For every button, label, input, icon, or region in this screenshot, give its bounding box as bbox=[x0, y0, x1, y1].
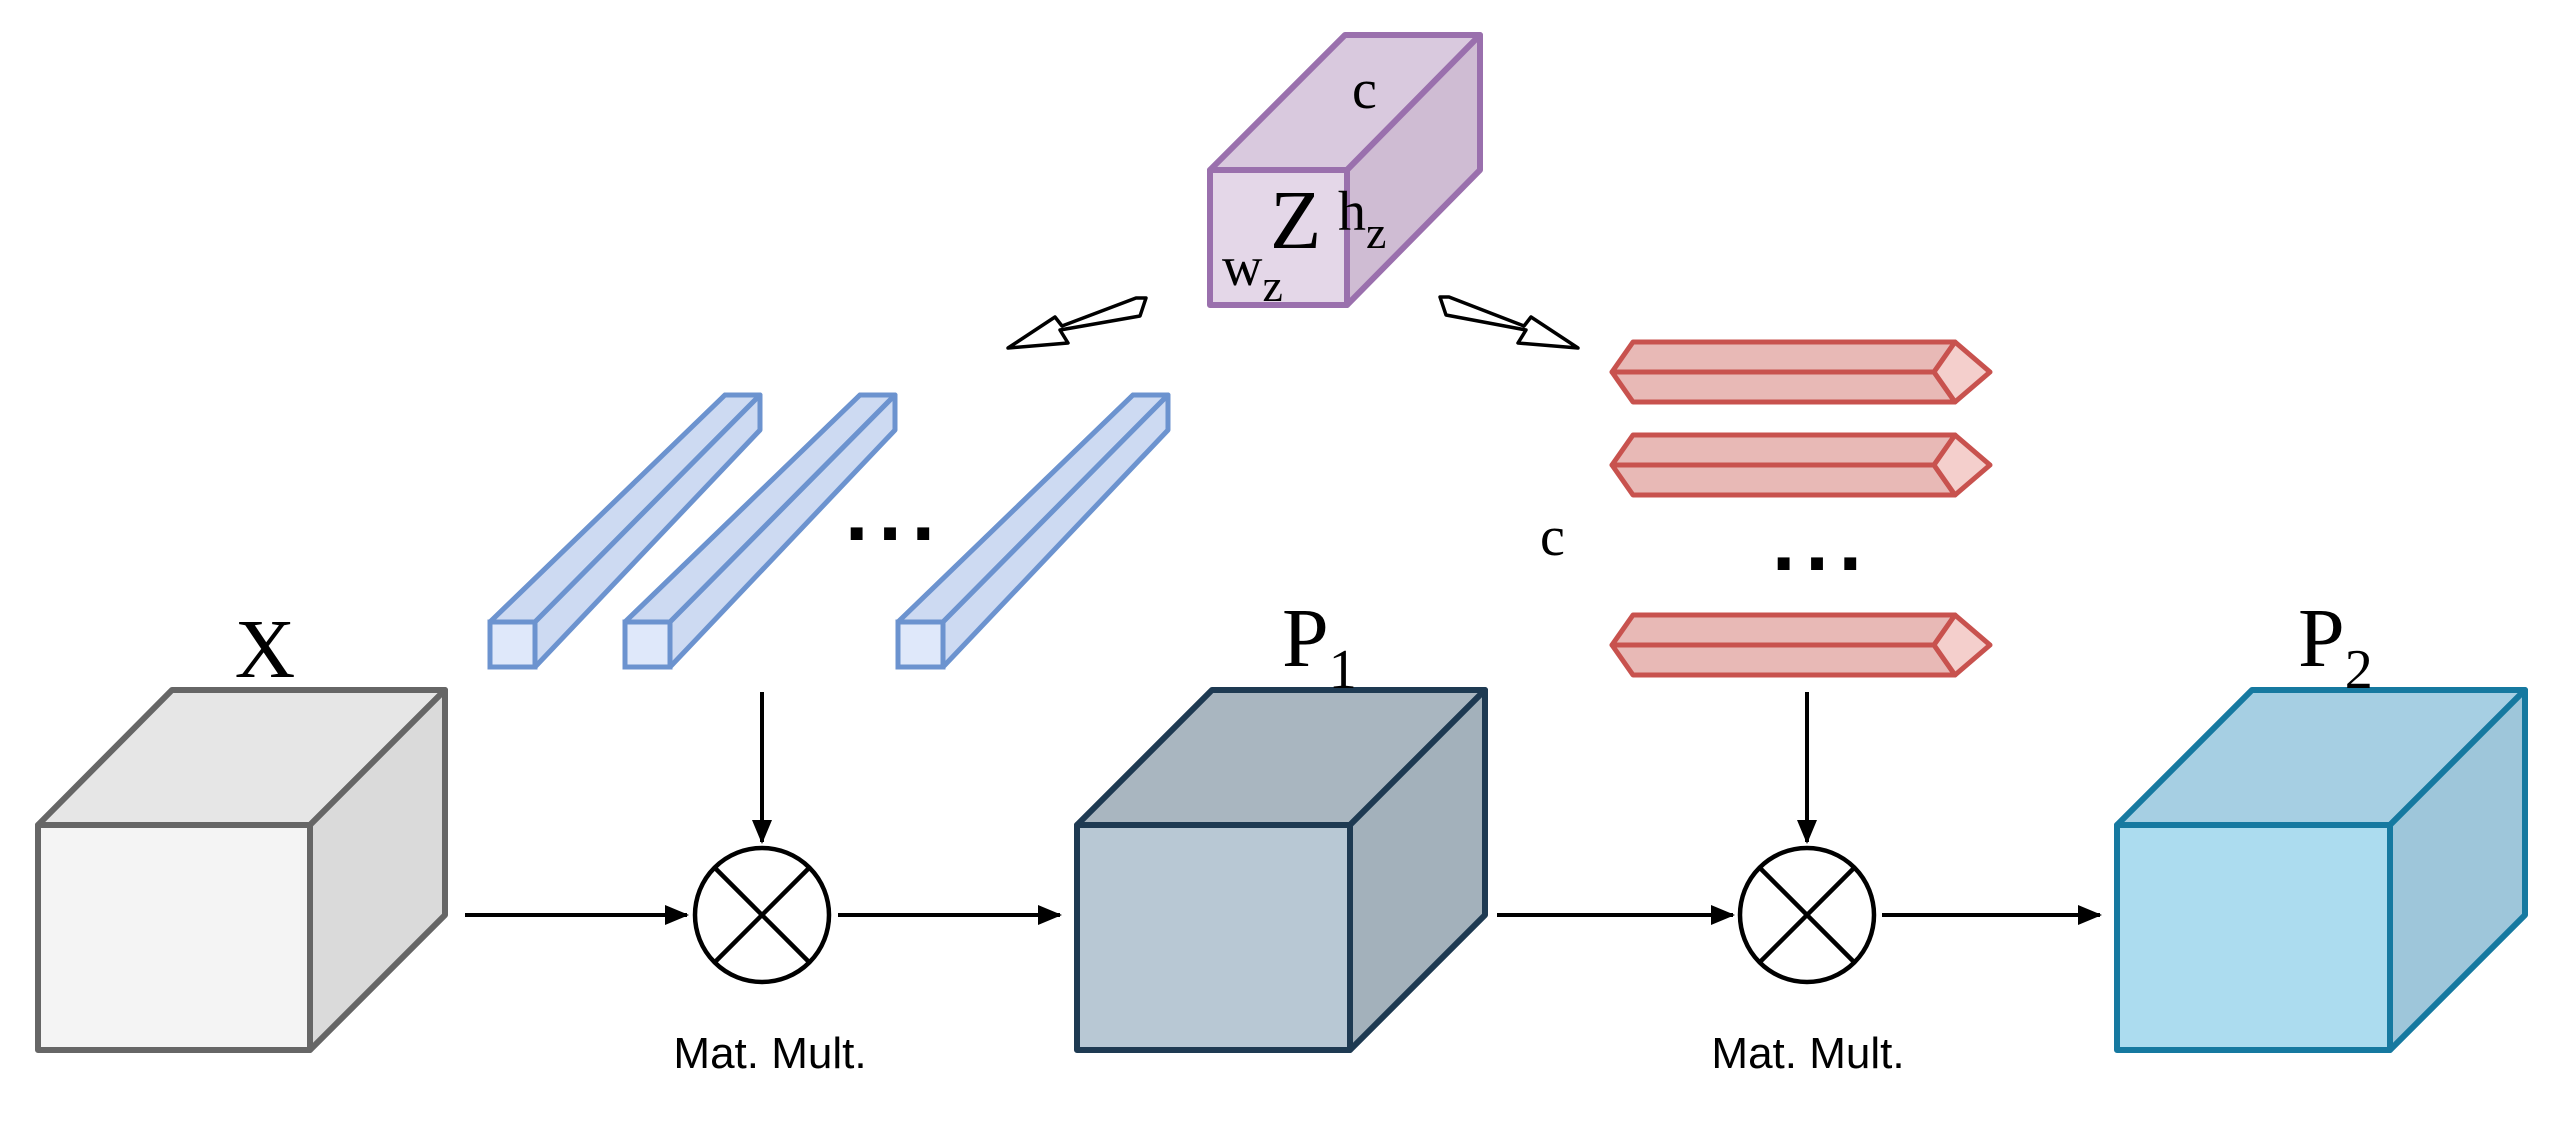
blue-bar-end-face bbox=[622, 619, 673, 670]
tensor-x bbox=[35, 687, 448, 1053]
tensor-p2-side bbox=[2387, 687, 2528, 1053]
tensor-x-front bbox=[35, 822, 313, 1053]
z-to-red-arrow bbox=[1438, 295, 1580, 350]
red-bar-long-face bbox=[1609, 642, 1958, 678]
mult-operator-2-cross bbox=[1758, 866, 1856, 964]
red-bar-long-face bbox=[1609, 462, 1958, 498]
mult-operator-1 bbox=[692, 845, 832, 985]
tensor-p2-front bbox=[2114, 822, 2393, 1053]
z-to-blue-arrow bbox=[1006, 296, 1148, 350]
red-bar-dim-label: c bbox=[1540, 506, 1565, 568]
tensor-p1-side bbox=[1347, 687, 1488, 1053]
tensor-p2-label-main: P bbox=[2298, 592, 2345, 685]
tensor-p2-label: P2 bbox=[2298, 592, 2373, 701]
mult-operator-2-label: Mat. Mult. bbox=[1711, 1029, 1904, 1078]
red-bar-ellipsis: ... bbox=[1772, 494, 1872, 588]
tensor-p2 bbox=[2114, 687, 2528, 1053]
tensor-z-label: Z bbox=[1270, 174, 1321, 267]
blue-bar bbox=[487, 392, 763, 670]
red-bar-end-face bbox=[1931, 612, 1993, 678]
red-bar-long-face bbox=[1609, 339, 1958, 375]
tensor-p1-label: P1 bbox=[1282, 592, 1357, 701]
blue-bar-long-face bbox=[940, 392, 1171, 670]
red-bar-long-face bbox=[1609, 432, 1958, 468]
tensor-z bbox=[1207, 32, 1483, 308]
blue-bar-group: ... bbox=[487, 392, 1171, 670]
tensor-x-label: X bbox=[235, 603, 296, 696]
tensor-p2-label-subscript: 2 bbox=[2345, 639, 2373, 701]
red-bar-long-face bbox=[1609, 369, 1958, 405]
red-bar bbox=[1609, 339, 1993, 405]
tensor-p1 bbox=[1074, 687, 1488, 1053]
tensor-x-side bbox=[307, 687, 448, 1053]
blue-bar-ellipsis: ... bbox=[845, 464, 945, 558]
red-bar-group: ... c bbox=[1540, 339, 1993, 678]
tensor-z-width-label: wz bbox=[1222, 236, 1283, 311]
tensor-z-height-sub: z bbox=[1366, 207, 1386, 258]
blue-bar bbox=[622, 392, 898, 670]
tensor-p1-label-main: P bbox=[1282, 592, 1329, 685]
tensor-z-depth-label: c bbox=[1352, 59, 1377, 121]
mult-operator-1-cross bbox=[713, 866, 811, 964]
tensor-z-side bbox=[1344, 32, 1483, 308]
tensor-z-height-label: hz bbox=[1338, 181, 1386, 258]
tensor-z-height-main: h bbox=[1338, 181, 1366, 243]
red-bar bbox=[1609, 432, 1993, 498]
tensor-p1-front bbox=[1074, 822, 1353, 1053]
tensor-z-width-sub: z bbox=[1262, 260, 1282, 311]
red-bar-end-face bbox=[1931, 339, 1993, 405]
mult-operator-1-label: Mat. Mult. bbox=[673, 1029, 866, 1078]
flow-arrows bbox=[465, 692, 2102, 925]
red-bar-long-face bbox=[1609, 612, 1958, 648]
red-bar bbox=[1609, 612, 1993, 678]
blue-bar-end-face bbox=[487, 619, 538, 670]
red-bar-end-face bbox=[1931, 432, 1993, 498]
tensor-p1-label-subscript: 1 bbox=[1329, 639, 1357, 701]
mult-operator-2 bbox=[1737, 845, 1877, 985]
tensor-z-width-main: w bbox=[1222, 236, 1263, 298]
blue-bar-end-face bbox=[895, 619, 946, 670]
blue-bar bbox=[895, 392, 1171, 670]
